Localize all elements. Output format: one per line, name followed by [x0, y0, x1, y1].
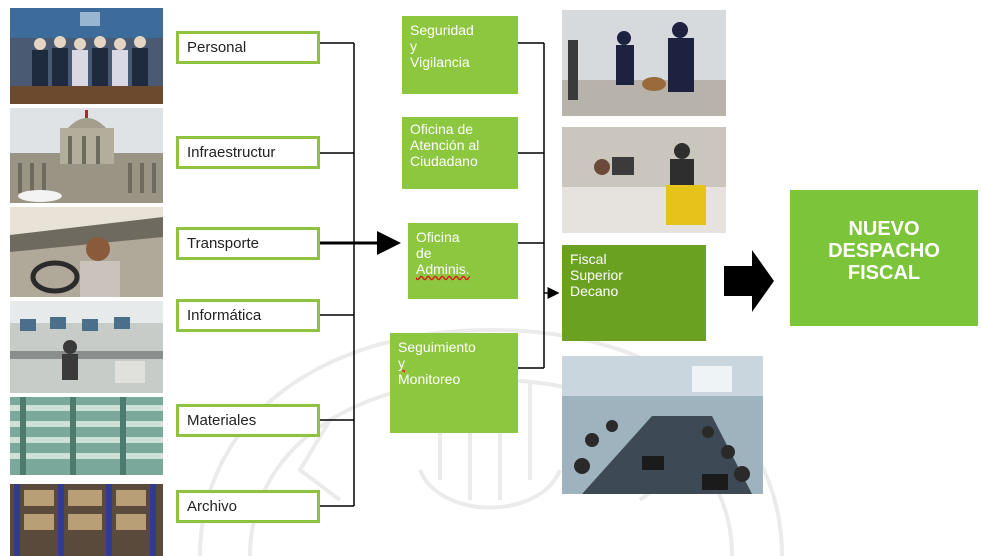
department-label: Transporte [187, 235, 259, 252]
department-personal: Personal [176, 31, 320, 64]
meeting-room-photo [562, 356, 763, 494]
citizen-service-desk-photo [562, 127, 726, 233]
new-office-label: NUEVO DESPACHO FISCAL [828, 218, 940, 284]
department-transport: Transporte [176, 227, 320, 260]
staff-group-photo [10, 8, 163, 104]
citizen-office-label: Oficina de Atención al Ciudadano [410, 121, 480, 169]
department-label: Archivo [187, 498, 238, 515]
department-it: Informática [176, 299, 320, 332]
monitoring-label-top: Seguimiento [398, 339, 476, 355]
security-guards-photo [562, 10, 726, 116]
prosecutor-box: Fiscal Superior Decano [562, 245, 706, 341]
admin-office-label-abbrev: Adminis. [416, 261, 470, 277]
admin-office-label: Oficina de [416, 229, 460, 261]
archive-shelves-photo [10, 484, 163, 556]
palace-building-photo [10, 108, 163, 203]
department-label: Personal [187, 39, 247, 56]
prosecutor-label: Fiscal Superior Decano [570, 251, 623, 299]
monitoring-label-mid: y [398, 355, 405, 371]
car-driver-photo [10, 207, 163, 297]
result-arrow-icon [724, 250, 774, 312]
department-materials: Materiales [176, 404, 320, 437]
department-label: Informática [187, 307, 262, 324]
department-label: Infraestructur [187, 144, 276, 161]
department-label: Materiales [187, 412, 257, 429]
computer-office-photo [10, 301, 163, 393]
security-box: Seguridad y Vigilancia [402, 16, 518, 94]
monitoring-label-bottom: Monitoreo [398, 371, 461, 387]
citizen-office-box: Oficina de Atención al Ciudadano [402, 117, 518, 189]
supply-shelves-photo [10, 397, 163, 475]
security-label: Seguridad y Vigilancia [410, 22, 474, 70]
new-office-box: NUEVO DESPACHO FISCAL [790, 190, 978, 326]
department-infrastructure: Infraestructur [176, 136, 320, 169]
department-archive: Archivo [176, 490, 320, 523]
